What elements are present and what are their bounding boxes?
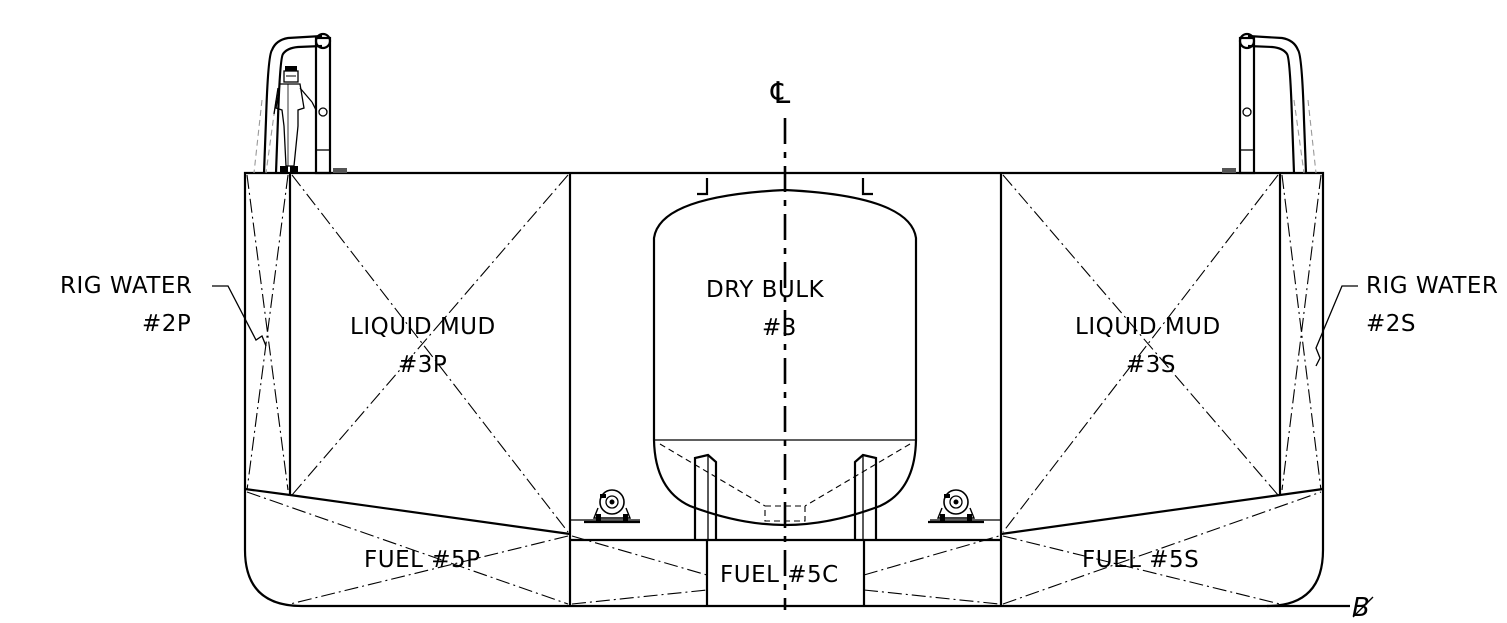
- rig-water-2p-label-line1: RIG WATER: [60, 273, 192, 299]
- winch-icon: [584, 489, 640, 524]
- rig-water-2p-label-line2: #2P: [142, 311, 191, 337]
- vent-pipe-port: [253, 32, 347, 175]
- centerline: ℄: [770, 76, 791, 610]
- fuel-5s-label: FUEL #5S: [1082, 547, 1199, 573]
- fuel-5c-label: FUEL #5C: [720, 562, 839, 588]
- fuel-5p-label: FUEL #5P: [364, 547, 481, 573]
- rig-water-2s-label-line2: #2S: [1366, 311, 1416, 337]
- liquid-mud-3s-label-line2: #3S: [1126, 352, 1176, 378]
- dry-bulk-3-label-line1: DRY BULK: [706, 277, 825, 303]
- baseline-marker: B: [1267, 593, 1374, 623]
- liquid-mud-3p-label-line1: LIQUID MUD: [350, 314, 496, 340]
- rig-water-leaders: [212, 285, 1358, 367]
- tank-labels: RIG WATER #2P LIQUID MUD #3P DRY BULK #3…: [60, 273, 1498, 588]
- rig-water-2s-label-line1: RIG WATER: [1366, 273, 1498, 299]
- person-figure-icon: [273, 66, 317, 172]
- baseline-symbol: B: [1352, 593, 1370, 619]
- winch-icon: [928, 489, 984, 524]
- vent-pipe-stbd: [1222, 32, 1317, 175]
- liquid-mud-3p-label-line2: #3P: [398, 352, 447, 378]
- tank-diagonals: [246, 174, 1322, 605]
- liquid-mud-3s-label-line1: LIQUID MUD: [1075, 314, 1221, 340]
- centerline-symbol: ℄: [770, 76, 791, 111]
- dry-bulk-3-label-line2: #3: [762, 315, 797, 341]
